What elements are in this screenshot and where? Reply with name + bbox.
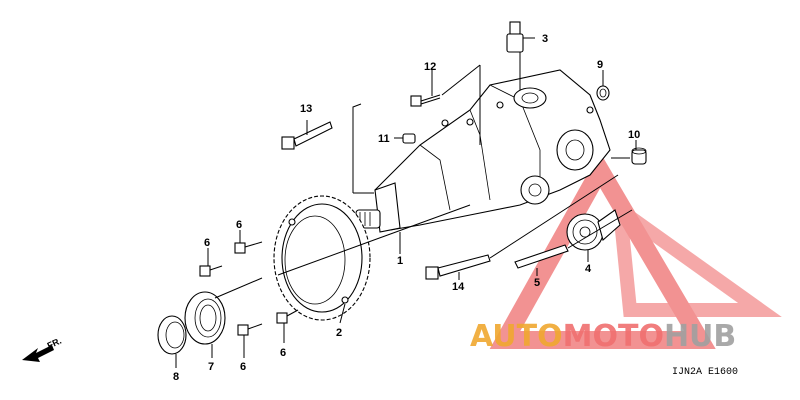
bolt-12 <box>410 94 441 107</box>
front-direction-indicator: FR. <box>22 336 63 362</box>
bolt-6-b <box>199 265 223 277</box>
pinion-gear <box>566 209 621 251</box>
bolt-14 <box>425 254 491 280</box>
svg-text:AUTOMOTOHUB: AUTOMOTOHUB <box>470 319 736 354</box>
dowel-pin <box>402 133 416 144</box>
bolt-6-c <box>237 323 263 336</box>
collar <box>631 147 647 165</box>
o-ring <box>596 85 610 101</box>
final-drive-housing <box>355 69 611 233</box>
callout-6-c: 6 <box>240 361 246 373</box>
callout-14: 14 <box>452 281 465 293</box>
shaft <box>514 244 569 269</box>
callout-6-d: 6 <box>280 347 286 359</box>
callout-9: 9 <box>597 59 603 71</box>
callout-10: 10 <box>628 129 640 141</box>
leader-lines <box>175 52 637 368</box>
callout-3: 3 <box>542 33 548 45</box>
callout-4: 4 <box>585 263 592 275</box>
watermark-hub: HUB <box>664 319 736 354</box>
bolt-6-d <box>276 309 299 324</box>
callout-5: 5 <box>534 277 540 289</box>
watermark-auto: AUTO <box>470 319 563 354</box>
watermark-text: AUTOMOTOHUB <box>470 319 736 354</box>
diagram-code: IJN2A E1600 <box>672 367 738 378</box>
callout-6-a: 6 <box>236 219 242 231</box>
watermark-moto: MOTO <box>563 319 664 354</box>
callout-1: 1 <box>397 255 403 267</box>
bearing <box>184 291 226 345</box>
callout-6-b: 6 <box>204 237 210 249</box>
callout-11: 11 <box>378 133 390 145</box>
bolt-13 <box>281 121 333 150</box>
callout-7: 7 <box>208 361 214 373</box>
speed-sensor <box>506 21 535 53</box>
bolt-6-a <box>234 241 263 254</box>
front-direction-label: FR. <box>46 336 63 351</box>
oil-seal <box>157 315 187 355</box>
callout-8: 8 <box>173 371 179 383</box>
ring-gear <box>273 195 371 321</box>
callout-2: 2 <box>336 327 342 339</box>
callout-13: 13 <box>300 103 312 115</box>
callout-12: 12 <box>424 61 436 73</box>
